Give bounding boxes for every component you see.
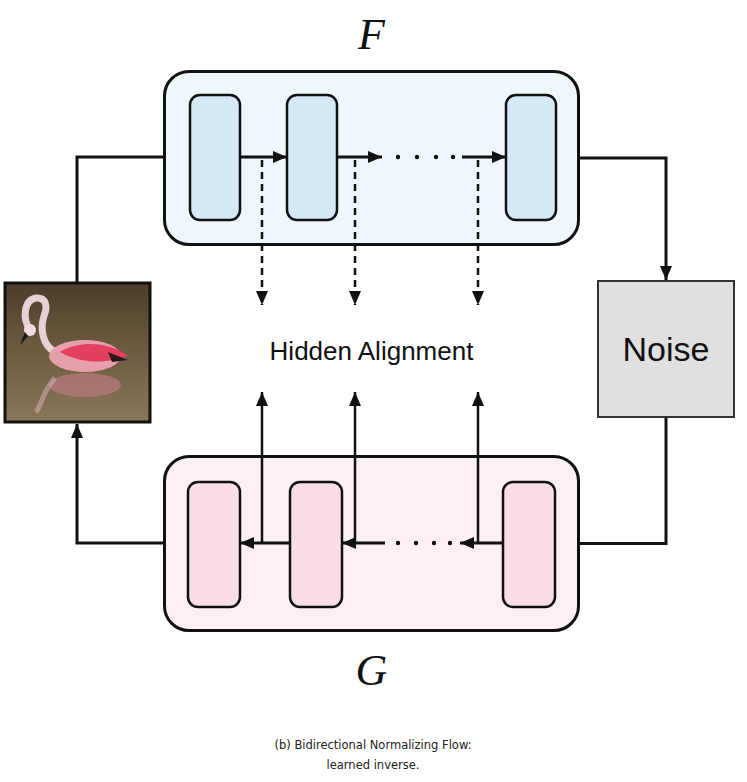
block-arrow <box>240 542 290 545</box>
figure-caption: (b) Bidirectional Normalizing Flow: lear… <box>263 736 483 775</box>
image-links <box>77 157 163 543</box>
encoder-flow-box: F <box>163 70 580 246</box>
ellipsis-dots <box>396 155 455 159</box>
noise-box: Noise <box>597 280 735 418</box>
dashed-arrow <box>477 160 480 305</box>
block-arrow <box>462 156 506 159</box>
decoder-flow-box: G <box>163 455 580 632</box>
dot <box>451 155 455 159</box>
block-arrow <box>460 542 503 545</box>
flow-block <box>188 482 240 607</box>
dot <box>414 541 418 545</box>
neck-reflection <box>36 378 55 412</box>
flow-block <box>190 95 240 220</box>
image-border <box>5 283 150 422</box>
dashed-arrow <box>354 160 357 305</box>
decoder-arrows <box>240 542 503 545</box>
flow-symbol: G <box>166 649 577 693</box>
flamingo-head <box>24 324 36 336</box>
block-arrow <box>342 542 385 545</box>
dot <box>434 155 438 159</box>
box-label: Noise <box>599 282 733 416</box>
encoder-arrows <box>240 156 506 159</box>
flamingo-neck <box>25 298 55 352</box>
dot <box>396 155 400 159</box>
solid-arrow <box>354 392 357 543</box>
flamingo-tail <box>108 352 128 362</box>
encoder-blocks <box>190 95 556 220</box>
connector-layer <box>580 158 666 544</box>
alignment-arrows-up <box>262 392 478 543</box>
flow-connector <box>580 158 666 280</box>
flow-to-image-arrow <box>77 424 163 543</box>
flamingo-beak <box>20 332 28 345</box>
dot <box>432 541 436 545</box>
flamingo-image <box>5 283 150 422</box>
flow-symbol: F <box>166 13 577 57</box>
flamingo-reflection <box>49 373 121 397</box>
flow-connector <box>580 418 666 544</box>
solid-arrow <box>477 392 480 543</box>
flow-block <box>290 482 342 607</box>
ellipsis-dots <box>396 541 452 545</box>
block-arrow <box>240 156 287 159</box>
flow-block <box>503 482 555 607</box>
flow-block <box>506 95 556 220</box>
decoder-blocks <box>188 482 555 607</box>
alignment-arrows-down <box>262 160 478 305</box>
alignment-label: Hidden Alignment <box>190 336 553 367</box>
image-to-flow-line <box>77 157 163 283</box>
solid-arrow <box>261 392 264 543</box>
dot <box>396 541 400 545</box>
dot <box>448 541 452 545</box>
flamingo-wing <box>60 344 128 361</box>
dashed-arrow <box>261 160 264 305</box>
block-arrow <box>337 156 382 159</box>
flamingo-body <box>49 340 121 372</box>
flow-block <box>287 95 337 220</box>
dot <box>415 155 419 159</box>
image-background <box>5 283 150 422</box>
